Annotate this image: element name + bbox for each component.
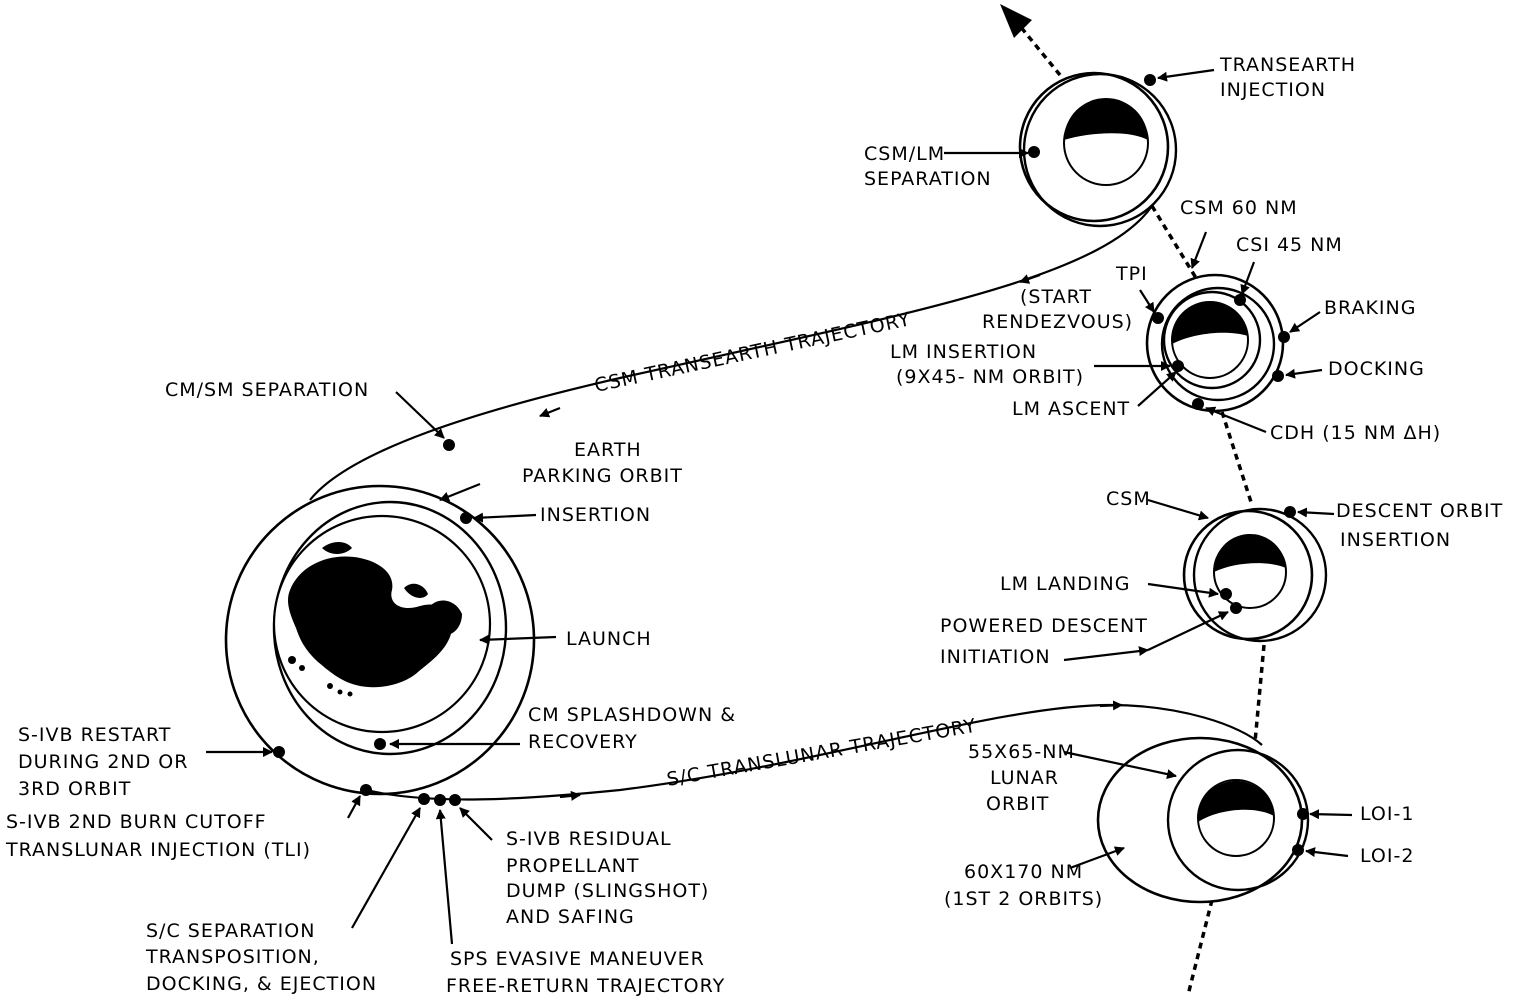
lm-landing-label: LM LANDING [1000, 573, 1130, 595]
leader-lines [206, 68, 1353, 945]
sivb-restart-label: S-IVB RESTART DURING 2ND OR 3RD ORBIT [18, 724, 196, 800]
earth-continents-icon [288, 542, 462, 697]
cdh-label: CDH (15 NM ΔH) [1270, 422, 1441, 444]
translunar-direction [559, 790, 581, 801]
csm-transearth-direction [539, 406, 561, 418]
csm-transearth-trajectory-line [309, 205, 1153, 501]
launch-label: LAUNCH [566, 628, 652, 650]
start-rendezvous-label: (START RENDEZVOUS) [982, 286, 1133, 333]
csi-45-label: CSI 45 NM [1236, 234, 1343, 256]
sivb-residual-label: S-IVB RESIDUAL PROPELLANT DUMP (SLINGSHO… [506, 828, 716, 928]
sps-evasive-label: SPS EVASIVE MANEUVER FREE-RETURN TRAJECT… [446, 948, 725, 997]
departure-arrow-icon [1000, 4, 1032, 38]
translunar-trajectory-label: S/C TRANSLUNAR TRAJECTORY [665, 715, 978, 791]
translunar-direction-2 [1099, 700, 1123, 711]
docking-label: DOCKING [1328, 358, 1425, 380]
csm-60-label: CSM 60 NM [1180, 197, 1298, 219]
event-markers [273, 74, 1309, 856]
insertion-label: INSERTION [540, 504, 651, 526]
lm-ascent-label: LM ASCENT [1012, 398, 1130, 420]
moon-rendezvous-system [1145, 273, 1285, 413]
moon-descent-system [1182, 507, 1328, 643]
loi-2-label: LOI-2 [1360, 845, 1414, 867]
sivb-cutoff-label: S-IVB 2ND BURN CUTOFF TRANSLUNAR INJECTI… [5, 811, 311, 861]
sc-separation-label: S/C SEPARATION TRANSPOSITION, DOCKING, &… [145, 920, 377, 995]
lunar-orbit-label: 55X65-NM LUNAR ORBIT [968, 741, 1082, 815]
braking-label: BRAKING [1324, 297, 1416, 319]
csm-label: CSM [1106, 488, 1151, 510]
transearth-injection-label: TRANSEARTH INJECTION [1219, 54, 1363, 101]
initial-lunar-orbit-label: 60X170 NM (1ST 2 ORBITS) [944, 861, 1103, 910]
cm-sm-separation-label: CM/SM SEPARATION [165, 379, 369, 401]
lm-insertion-label: LM INSERTION (9X45- NM ORBIT) [890, 341, 1084, 388]
descent-orbit-insertion-label: DESCENT ORBIT INSERTION [1336, 500, 1510, 551]
labels: TRANSEARTH INJECTION CSM/LM SEPARATION C… [5, 54, 1510, 997]
earth-system [224, 484, 536, 796]
earth-parking-orbit-label: EARTH PARKING ORBIT [522, 439, 683, 487]
translunar-trajectory-line [365, 703, 1263, 801]
csm-lm-separation-label: CSM/LM SEPARATION [864, 143, 992, 190]
tpi-label: TPI [1115, 263, 1148, 285]
csm-transearth-direction-2 [1019, 273, 1041, 284]
moon-loi-system [1096, 736, 1310, 904]
powered-descent-label: POWERED DESCENT INITIATION [940, 615, 1155, 668]
moon-transearth-system [1018, 71, 1178, 228]
csm-transearth-trajectory-label: CSM TRANSEARTH TRAJECTORY [592, 308, 912, 397]
loi-1-label: LOI-1 [1360, 803, 1414, 825]
cm-splashdown-label: CM SPLASHDOWN & RECOVERY [528, 704, 743, 753]
